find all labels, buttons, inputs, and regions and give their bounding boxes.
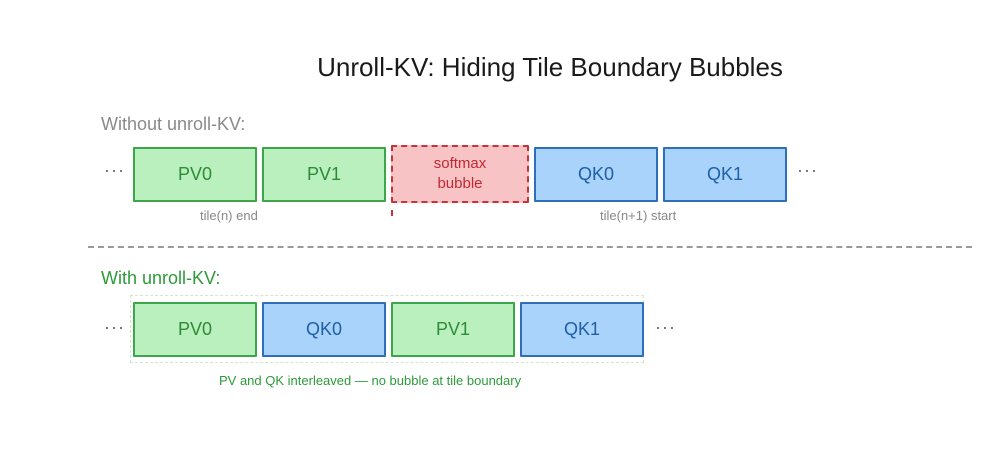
with-block-pv1: PV1 bbox=[391, 302, 515, 357]
tile-boundary-marker bbox=[391, 210, 393, 216]
with-ellipsis-right: ··· bbox=[655, 317, 676, 337]
with-unroll-kv-label: With unroll-KV: bbox=[101, 268, 221, 288]
without-unroll-kv-label: Without unroll-KV: bbox=[101, 114, 246, 134]
without-ellipsis-left: ··· bbox=[104, 160, 125, 180]
interleaved-caption: PV and QK interleaved — no bubble at til… bbox=[219, 373, 522, 388]
without-block-pv1: PV1 bbox=[262, 147, 386, 202]
with-block-qk1: QK1 bbox=[520, 302, 644, 357]
tile-n-plus-1-start-caption: tile(n+1) start bbox=[600, 208, 677, 223]
without-block-softmax-bubble: softmax bubble bbox=[391, 145, 529, 203]
without-block-pv0: PV0 bbox=[133, 147, 257, 202]
with-ellipsis-left: ··· bbox=[104, 317, 125, 337]
diagram-title: Unroll-KV: Hiding Tile Boundary Bubbles bbox=[317, 52, 783, 82]
tile-n-end-caption: tile(n) end bbox=[200, 208, 258, 223]
with-block-qk0: QK0 bbox=[262, 302, 386, 357]
section-divider bbox=[88, 246, 972, 248]
without-block-qk1: QK1 bbox=[663, 147, 787, 202]
with-block-pv0: PV0 bbox=[133, 302, 257, 357]
without-block-qk0: QK0 bbox=[534, 147, 658, 202]
without-ellipsis-right: ··· bbox=[797, 160, 818, 180]
